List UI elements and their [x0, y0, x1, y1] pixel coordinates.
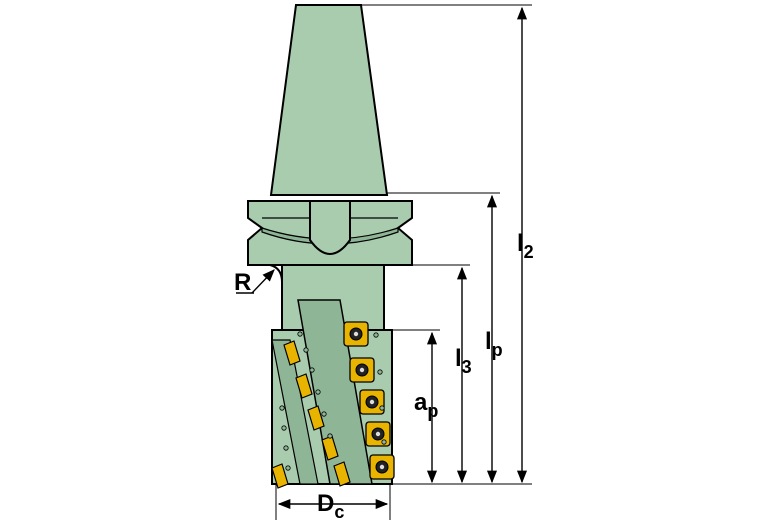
- coolant-hole: [283, 445, 289, 451]
- coolant-hole: [279, 405, 285, 411]
- left-insert: [271, 463, 289, 489]
- right-insert: [369, 454, 395, 480]
- left-insert: [333, 461, 351, 487]
- screw-head-icon: [353, 331, 359, 337]
- screw-head-icon: [375, 431, 381, 437]
- label-l2: l2: [517, 230, 534, 262]
- coolant-hole: [281, 425, 287, 431]
- screw-head-icon: [359, 367, 365, 373]
- label-lp: lp: [485, 328, 503, 360]
- coolant-hole: [315, 389, 321, 395]
- left-insert: [307, 405, 325, 431]
- coolant-hole: [309, 367, 315, 373]
- screw-head-icon: [369, 399, 375, 405]
- dim-r-leader: [251, 269, 275, 294]
- extension-lines: [275, 4, 532, 520]
- screw-head-icon: [379, 464, 385, 470]
- right-insert: [349, 357, 375, 383]
- coolant-holes: [279, 331, 387, 471]
- coolant-hole: [321, 411, 327, 417]
- coolant-hole: [303, 347, 309, 353]
- neck-radius: [269, 264, 283, 283]
- coolant-hole: [379, 405, 385, 411]
- coolant-hole: [327, 433, 333, 439]
- label-dc: Dc: [317, 490, 345, 522]
- coolant-hole: [285, 465, 291, 471]
- coolant-hole: [297, 331, 303, 337]
- coolant-hole: [373, 332, 379, 338]
- label-ap: ap: [414, 389, 439, 421]
- label-l3: l3: [455, 345, 472, 377]
- right-insert: [343, 321, 369, 347]
- left-insert: [283, 340, 301, 366]
- drive-slot: [309, 200, 351, 255]
- flange-groove: [261, 227, 399, 245]
- coolant-hole: [377, 369, 383, 375]
- coolant-hole: [381, 439, 387, 445]
- left-insert: [295, 373, 313, 399]
- label-r: R: [234, 269, 252, 296]
- helical-flute-2: [271, 339, 319, 485]
- taper-shank: [269, 4, 389, 196]
- right-insert: [359, 389, 385, 415]
